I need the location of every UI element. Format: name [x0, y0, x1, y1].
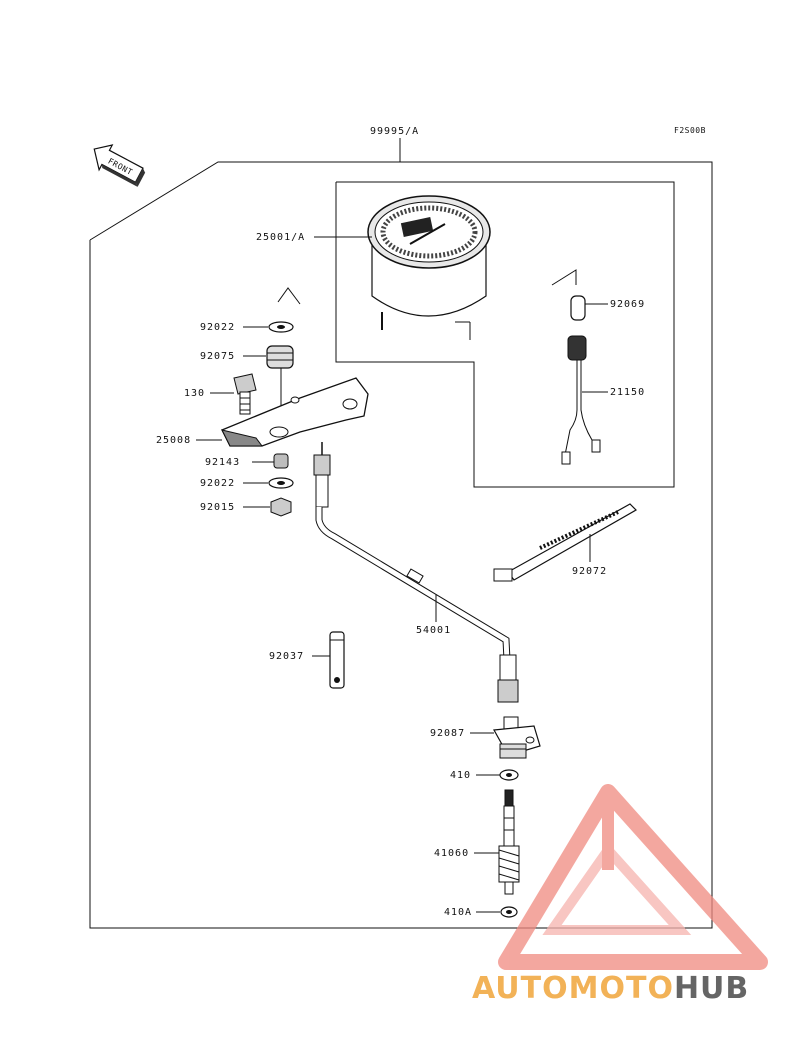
watermark-text: AUTOMOTOHUB: [472, 971, 749, 1006]
label-92037: 92037: [269, 651, 304, 662]
assembly-label: 99995/A: [370, 126, 419, 137]
bracket-25008: [221, 377, 369, 447]
label-92143: 92143: [205, 457, 240, 468]
label-410: 410: [450, 770, 471, 781]
bolt-130: [233, 373, 257, 415]
speedometer: [367, 195, 491, 340]
nut-92015: [270, 497, 292, 517]
pinion-gear-41060: [498, 789, 520, 895]
label-41060: 41060: [434, 848, 469, 859]
label-25001A: 25001/A: [256, 232, 305, 243]
bulb-92069: [570, 295, 586, 321]
label-410A: 410A: [444, 907, 472, 918]
speedometer-cable-54001: [313, 442, 519, 703]
label-54001: 54001: [416, 625, 451, 636]
outer-frame: [89, 161, 713, 929]
watermark-logo: [498, 784, 768, 970]
label-92075: 92075: [200, 351, 235, 362]
clamp-92037: [329, 631, 345, 689]
label-130: 130: [184, 388, 205, 399]
front-arrow-icon: FRONT: [93, 144, 146, 187]
label-92022-top: 92022: [200, 322, 235, 333]
label-21150: 21150: [610, 387, 645, 398]
wire-harness-21150: [561, 335, 601, 465]
label-92069: 92069: [610, 299, 645, 310]
label-92087: 92087: [430, 728, 465, 739]
diagram-code: F2S00B: [674, 126, 706, 135]
grommet-92075: [266, 345, 294, 369]
cable-tie-92072: [493, 503, 637, 582]
label-92015: 92015: [200, 502, 235, 513]
gear-housing-92087: [493, 716, 541, 759]
label-92022-bottom: 92022: [200, 478, 235, 489]
collar-92143: [273, 453, 289, 469]
meter-frame: [335, 181, 675, 488]
label-25008: 25008: [156, 435, 191, 446]
label-92072: 92072: [572, 566, 607, 577]
